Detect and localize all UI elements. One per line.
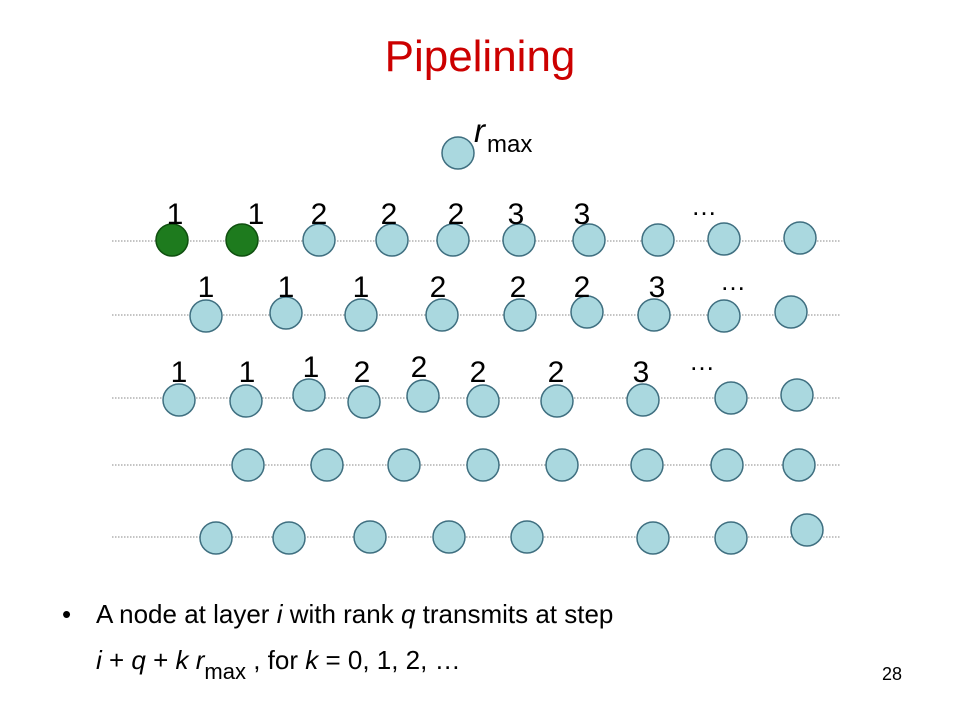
slide-title: Pipelining [384,32,576,81]
node-layer5-4 [432,520,466,554]
active-node-layer1-2 [225,223,259,257]
ellipsis-layer2: … [720,266,746,296]
node-layer1-6 [502,223,536,257]
node-layer4-2 [310,448,344,482]
rank-label-layer1-1: 1 [167,198,184,231]
rank-label-layer2-5: 2 [510,271,527,304]
node-layer5-6 [636,521,670,555]
bullet-line-2: i + q + k rmax , for k = 0, 1, 2, … [96,645,461,684]
rank-label-layer1-6: 3 [508,198,525,231]
node-layer1-5 [436,223,470,257]
node-layer5-8 [790,513,824,547]
rank-label-layer3-8: 3 [633,356,650,389]
node-layer2-6 [570,295,604,329]
root-label-r: r [474,112,485,149]
bullet-line-1: A node at layer i with rank q transmits … [96,599,614,629]
node-layer2-1 [189,299,223,333]
node-layer1-9 [707,222,741,256]
rank-label-layer1-5: 2 [448,198,465,231]
node-layer1-4 [375,223,409,257]
node-layer3-9 [714,381,748,415]
node-layer3-3 [292,378,326,412]
rank-label-layer3-2: 1 [239,356,256,389]
node-layer4-5 [545,448,579,482]
page-number: 28 [882,664,903,684]
root-node [441,136,475,170]
node-layer2-3 [344,298,378,332]
node-layer3-1 [162,383,196,417]
node-layer1-7 [572,223,606,257]
node-layer3-7 [540,384,574,418]
node-layer5-2 [272,521,306,555]
node-layer2-7 [637,298,671,332]
rank-label-layer3-5: 2 [411,351,428,384]
bullet-dot: • [62,599,72,629]
node-layer5-1 [199,521,233,555]
node-layer5-3 [353,520,387,554]
rank-label-layer2-4: 2 [430,271,447,304]
node-layer3-10 [780,378,814,412]
node-layer3-5 [406,379,440,413]
node-layer4-6 [630,448,664,482]
node-layer1-10 [783,221,817,255]
node-layer1-3 [302,223,336,257]
node-layer2-8 [707,299,741,333]
rank-label-layer1-2: 1 [248,198,265,231]
active-node-layer1-1 [155,223,189,257]
rank-label-layer2-2: 1 [278,271,295,304]
node-layer5-7 [714,521,748,555]
node-layer4-7 [710,448,744,482]
rank-label-layer1-3: 2 [311,198,328,231]
node-layer4-3 [387,448,421,482]
rank-label-layer1-4: 2 [381,198,398,231]
node-layer4-8 [782,448,816,482]
node-layer3-6 [466,384,500,418]
ellipsis-layer1: … [691,191,717,221]
node-layer2-4 [425,298,459,332]
rank-label-layer3-6: 2 [470,356,487,389]
rank-label-layer2-1: 1 [198,271,215,304]
node-layer3-2 [229,384,263,418]
node-layer3-8 [626,383,660,417]
rank-label-layer2-6: 2 [574,271,591,304]
rank-label-layer3-4: 2 [354,356,371,389]
node-layer5-5 [510,520,544,554]
root-label: rmax [474,112,532,158]
rank-label-layer3-7: 2 [548,356,565,389]
node-layer1-8 [641,223,675,257]
node-layer4-4 [466,448,500,482]
rank-label-layer3-3: 1 [303,351,320,384]
node-layer3-4 [347,385,381,419]
ellipsis-layer3: … [689,346,715,376]
rank-label-layer3-1: 1 [171,356,188,389]
node-layer2-2 [269,296,303,330]
node-layer2-9 [774,295,808,329]
rank-label-layer2-3: 1 [353,271,370,304]
root-label-sub: max [487,131,533,158]
rank-label-layer2-7: 3 [649,271,666,304]
node-layer4-1 [231,448,265,482]
rank-label-layer1-7: 3 [574,198,591,231]
node-layer2-5 [503,298,537,332]
